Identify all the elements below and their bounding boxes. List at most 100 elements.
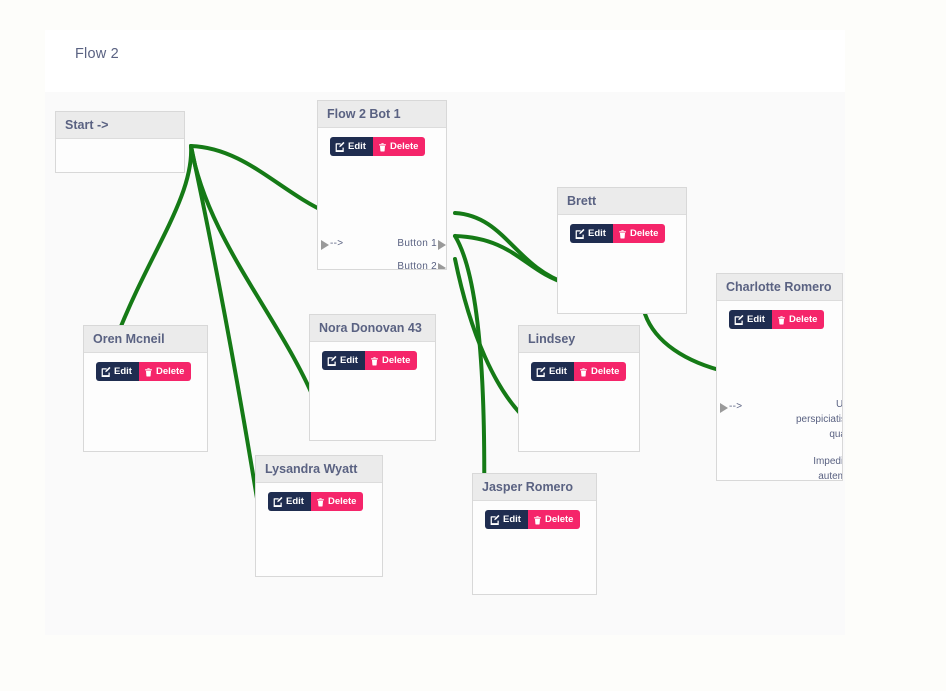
edit-button[interactable]: Edit xyxy=(531,362,574,381)
pencil-square-icon xyxy=(273,496,283,507)
trash-icon xyxy=(370,356,379,366)
delete-button[interactable]: Delete xyxy=(372,137,426,156)
node-body: Edit Delete --> xyxy=(519,353,639,452)
node-body: test xyxy=(56,139,184,172)
node-input-port[interactable]: --> xyxy=(570,313,583,314)
delete-button-label: Delete xyxy=(327,496,357,507)
edit-button[interactable]: Edit xyxy=(96,362,139,381)
delete-button-label: Delete xyxy=(788,314,818,325)
edit-button[interactable]: Edit xyxy=(570,224,613,243)
edge-connection xyxy=(643,312,729,374)
delete-button-label: Delete xyxy=(389,141,419,152)
edit-button[interactable]: Edit xyxy=(268,492,311,511)
node-text-block: Ut perspiciatis qua xyxy=(795,397,843,442)
node-text-line: qua xyxy=(829,429,842,440)
trash-icon xyxy=(618,229,627,239)
node-text-line: Impedit xyxy=(813,456,843,467)
node-body: Edit Delete --> xyxy=(310,342,435,441)
trash-icon xyxy=(378,142,387,152)
node-input-port[interactable]: --> xyxy=(321,238,343,250)
edit-button-label: Edit xyxy=(340,355,358,366)
edit-button-label: Edit xyxy=(348,141,366,152)
node-body: Edit Delete --> xyxy=(84,353,207,452)
edit-button[interactable]: Edit xyxy=(485,510,528,529)
node-text-line: Ut xyxy=(836,399,843,410)
edge-connection xyxy=(189,144,330,215)
delete-button[interactable]: Delete xyxy=(527,510,581,529)
edit-button[interactable]: Edit xyxy=(322,351,365,370)
trash-icon xyxy=(144,367,153,377)
node-title: Lindsey xyxy=(519,326,639,353)
node-title: Jasper Romero xyxy=(473,474,596,501)
node-actions: Edit Delete xyxy=(558,215,686,243)
node-title: Lysandra Wyatt xyxy=(256,456,382,483)
node-input-port[interactable]: --> xyxy=(96,451,109,452)
pencil-square-icon xyxy=(734,314,744,325)
edge-connection xyxy=(189,144,321,413)
delete-button[interactable]: Delete xyxy=(364,351,418,370)
node-output-port[interactable]: Button 1 xyxy=(397,238,446,250)
delete-button-label: Delete xyxy=(590,366,620,377)
edit-button[interactable]: Edit xyxy=(330,137,373,156)
flow-node-charlotte-romero[interactable]: Charlotte RomeroEditDelete-->Utperspicia… xyxy=(716,273,843,481)
delete-button-label: Delete xyxy=(629,228,659,239)
pencil-square-icon xyxy=(335,141,345,152)
node-output-port[interactable]: Button 2 xyxy=(397,261,446,269)
edit-button-label: Edit xyxy=(747,314,765,325)
node-actions: Edit Delete xyxy=(717,301,842,329)
port-arrow-icon xyxy=(438,263,446,269)
edit-button-label: Edit xyxy=(114,366,132,377)
pencil-square-icon xyxy=(490,514,500,525)
node-input-port[interactable]: --> xyxy=(720,401,742,413)
pencil-square-icon xyxy=(575,228,585,239)
node-actions: Edit Delete xyxy=(310,342,435,370)
flow-canvas[interactable]: Start ->testFlow 2 Bot 1EditDelete-->But… xyxy=(45,92,845,635)
node-actions: Edit Delete xyxy=(519,353,639,381)
flow-header-card: Flow 2 xyxy=(45,30,845,92)
delete-button-label: Delete xyxy=(381,355,411,366)
node-actions: Edit Delete xyxy=(318,128,446,156)
node-input-port[interactable]: --> xyxy=(322,440,335,441)
port-arrow-icon xyxy=(438,240,446,250)
pencil-square-icon xyxy=(536,366,546,377)
flow-node-start[interactable]: Start ->test xyxy=(55,111,185,173)
delete-button[interactable]: Delete xyxy=(310,492,364,511)
pencil-square-icon xyxy=(101,366,111,377)
port-arrow-icon xyxy=(720,403,728,413)
edit-button-label: Edit xyxy=(503,514,521,525)
node-title: Oren Mcneil xyxy=(84,326,207,353)
edit-button[interactable]: Edit xyxy=(729,310,772,329)
trash-icon xyxy=(533,515,542,525)
port-arrow-icon xyxy=(321,240,329,250)
delete-button[interactable]: Delete xyxy=(612,224,666,243)
node-title: Brett xyxy=(558,188,686,215)
node-actions: Edit Delete xyxy=(473,501,596,529)
delete-button[interactable]: Delete xyxy=(138,362,192,381)
pencil-square-icon xyxy=(327,355,337,366)
node-title: Start -> xyxy=(56,112,184,139)
trash-icon xyxy=(777,315,786,325)
delete-button[interactable]: Delete xyxy=(573,362,627,381)
edit-button-label: Edit xyxy=(588,228,606,239)
node-text-line: perspiciatis xyxy=(795,414,843,425)
node-input-port[interactable]: --> xyxy=(531,451,544,452)
delete-button-label: Delete xyxy=(155,366,185,377)
edit-button-label: Edit xyxy=(549,366,567,377)
node-actions: Edit Delete xyxy=(84,353,207,381)
node-text-line: autem xyxy=(818,471,842,481)
node-actions: Edit Delete xyxy=(256,483,382,511)
page-title: Flow 2 xyxy=(75,46,119,62)
edge-connection xyxy=(453,234,570,286)
delete-button[interactable]: Delete xyxy=(771,310,825,329)
